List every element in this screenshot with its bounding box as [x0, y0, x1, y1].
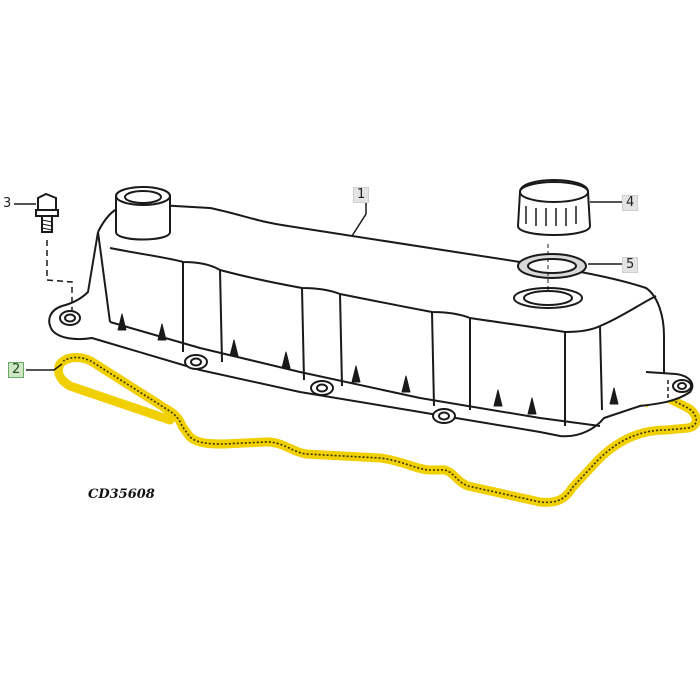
callout-gasket[interactable]: 2	[8, 362, 25, 378]
callout-bolt[interactable]: 3	[0, 197, 15, 211]
callout-seal[interactable]: 5	[622, 257, 639, 273]
callout-2-leader	[26, 363, 63, 371]
figure-id: CD35608	[88, 487, 155, 502]
filler-cap[interactable]	[516, 179, 592, 236]
cap-seal-ring[interactable]	[517, 253, 587, 279]
rocker-cover[interactable]	[48, 186, 694, 438]
callout-cap[interactable]: 4	[622, 195, 639, 211]
bolt-leader-line	[46, 240, 73, 312]
callout-cover[interactable]: 1	[353, 187, 370, 203]
cover-bolt[interactable]	[35, 192, 59, 233]
